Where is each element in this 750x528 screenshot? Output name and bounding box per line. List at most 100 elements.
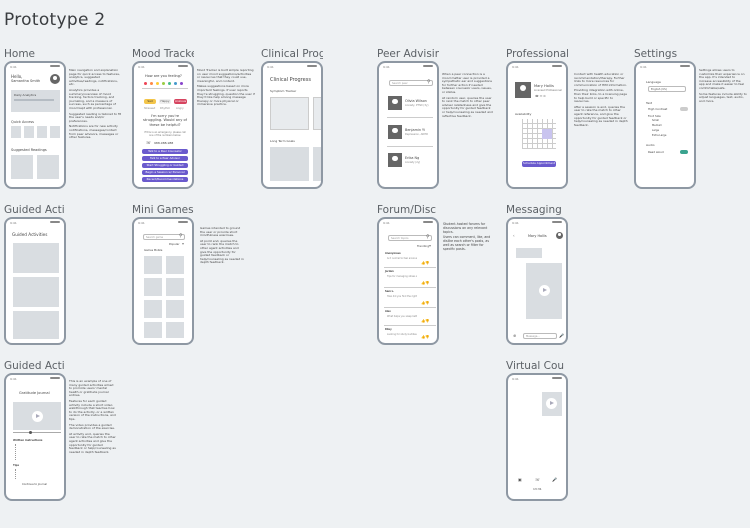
guided-exercise-button[interactable]: Start Struggling or Guided Exercise: [142, 163, 188, 172]
post-text[interactable]: How did you find the right therapist?: [387, 295, 417, 298]
mood-dot[interactable]: [168, 82, 171, 85]
search-icon[interactable]: ⚲: [427, 79, 431, 85]
activity-card[interactable]: [13, 243, 59, 273]
mood-tag-sad[interactable]: Sad: [144, 99, 156, 104]
font-size-option-extra-large[interactable]: Extra Large: [652, 134, 667, 137]
post-text[interactable]: What helps you sleep better?: [387, 315, 417, 318]
post-text[interactable]: Looking for study buddies: [387, 333, 417, 336]
video-camera-icon[interactable]: ▣: [518, 477, 522, 482]
self-video-preview[interactable]: [542, 392, 562, 416]
mood-tag-angry[interactable]: Angry: [176, 107, 184, 110]
microphone-icon[interactable]: 🎤: [552, 477, 557, 482]
read-aloud-toggle[interactable]: [680, 150, 688, 154]
symptom-chart[interactable]: [270, 97, 309, 130]
post-text[interactable]: Is it normal to feel anxious at night?: [387, 257, 417, 260]
quick-access-tile[interactable]: [37, 126, 47, 138]
avatar[interactable]: [556, 232, 563, 239]
quick-access-tile[interactable]: [50, 126, 60, 138]
forum-search-input[interactable]: Search topics: [388, 235, 432, 241]
video-message[interactable]: [526, 263, 562, 319]
peer-search-input[interactable]: Search peer: [389, 80, 433, 86]
game-tile[interactable]: [166, 322, 184, 338]
avatar[interactable]: [50, 74, 60, 84]
mood-tag-stressed[interactable]: Stressed: [144, 107, 156, 110]
reading-card[interactable]: [37, 155, 59, 179]
game-tile[interactable]: [144, 300, 162, 318]
play-icon[interactable]: [539, 285, 550, 296]
recommendations-button[interactable]: Recent/Recommendations: [142, 177, 188, 182]
daily-analytics-label: Daily Analytics: [14, 93, 37, 97]
filter-icon[interactable]: ▾: [429, 243, 432, 248]
like-dislike-icons[interactable]: 👍👎: [421, 335, 430, 339]
peer-name[interactable]: Olivia Wilson: [405, 99, 427, 103]
microphone-icon[interactable]: 🎤: [559, 333, 564, 338]
like-dislike-icons[interactable]: 👍👎: [421, 301, 430, 305]
daily-analytics-card[interactable]: Daily Analytics: [11, 90, 60, 112]
mood-tag-happy[interactable]: Happy: [159, 99, 171, 104]
post-author: Sam L.: [385, 290, 395, 293]
end-call-icon[interactable]: ☏: [535, 477, 541, 482]
avatar[interactable]: [388, 96, 402, 110]
continue-to-journal-button[interactable]: Continue to Journal: [22, 483, 47, 486]
gratitude-notes: This is an example of one of many guided…: [69, 379, 117, 456]
mood-dot[interactable]: [162, 82, 165, 85]
mood-tag-rhythm[interactable]: Rhythm: [160, 107, 171, 110]
high-contrast-toggle[interactable]: [680, 107, 688, 111]
availability-calendar[interactable]: [522, 119, 556, 149]
post-author: Anonymous: [385, 252, 401, 255]
filter-icon[interactable]: ▾: [182, 241, 185, 246]
schedule-appointment-button[interactable]: Schedule Appointment: [522, 161, 556, 167]
peer-counselor-button[interactable]: Talk to a Peer Counselor: [142, 149, 188, 154]
mood-dot[interactable]: [150, 82, 153, 85]
video-player[interactable]: [13, 402, 61, 430]
activity-card[interactable]: [13, 277, 59, 307]
game-tile[interactable]: [166, 300, 184, 318]
goal-card[interactable]: [270, 147, 309, 181]
like-dislike-icons[interactable]: 👍👎: [421, 281, 430, 285]
message-input[interactable]: Message...: [523, 333, 557, 339]
avatar[interactable]: [388, 153, 402, 167]
font-size-option-small[interactable]: Small: [652, 119, 659, 122]
divider: [142, 88, 188, 89]
play-icon[interactable]: [32, 411, 43, 422]
peer-subtitle: Depression, ADHD: [405, 133, 429, 136]
contact-icons[interactable]: ☎ ✉ ⚙: [535, 94, 546, 98]
peer-name[interactable]: Benjamin Yi: [405, 128, 425, 132]
game-tile[interactable]: [166, 256, 184, 274]
peer-advisor-button[interactable]: Talk to a Peer Advisor: [142, 156, 188, 161]
like-dislike-icons[interactable]: 👍👎: [421, 319, 430, 323]
mood-dot[interactable]: [156, 82, 159, 85]
avatar[interactable]: [388, 125, 402, 139]
language-select[interactable]: English (US): [648, 86, 686, 92]
font-size-option-large[interactable]: Large: [652, 129, 660, 132]
personal-counsel-button[interactable]: Begin a Session w/ Personal Counsel: [142, 170, 188, 179]
quick-access-tile[interactable]: [24, 126, 34, 138]
search-icon[interactable]: ⚲: [426, 234, 430, 240]
peer-name[interactable]: Erika Ng: [405, 156, 420, 160]
reading-card[interactable]: [11, 155, 33, 179]
popular-filter[interactable]: Popular: [169, 242, 180, 246]
quick-access-tile[interactable]: [11, 126, 21, 138]
mood-dot[interactable]: [174, 82, 177, 85]
video-progress-bar[interactable]: [13, 431, 61, 434]
add-icon[interactable]: ⊕: [513, 333, 517, 338]
post-text[interactable]: Tips for managing stress at school: [387, 275, 417, 278]
mood-dot[interactable]: [180, 82, 183, 85]
crisis-phone-number[interactable]: 988-988-988: [154, 141, 174, 145]
like-dislike-icons[interactable]: 👍👎: [421, 261, 430, 265]
symptom-chart-next[interactable]: [313, 97, 321, 130]
game-tile[interactable]: [144, 256, 162, 274]
game-tile[interactable]: [166, 278, 184, 296]
back-icon[interactable]: ‹: [513, 233, 515, 238]
search-icon[interactable]: ⚲: [179, 233, 183, 239]
video-scrubber[interactable]: [29, 431, 32, 434]
game-tile[interactable]: [144, 278, 162, 296]
trending-filter[interactable]: Trending: [417, 244, 429, 248]
game-tile[interactable]: [144, 322, 162, 338]
activity-card[interactable]: [13, 311, 59, 339]
goal-card-next[interactable]: [313, 147, 321, 181]
game-search-input[interactable]: Search game: [143, 234, 185, 240]
font-size-option-medium[interactable]: Medium: [652, 124, 662, 127]
mood-tag-anxious[interactable]: Anxious: [174, 99, 187, 104]
mood-dot[interactable]: [144, 82, 147, 85]
